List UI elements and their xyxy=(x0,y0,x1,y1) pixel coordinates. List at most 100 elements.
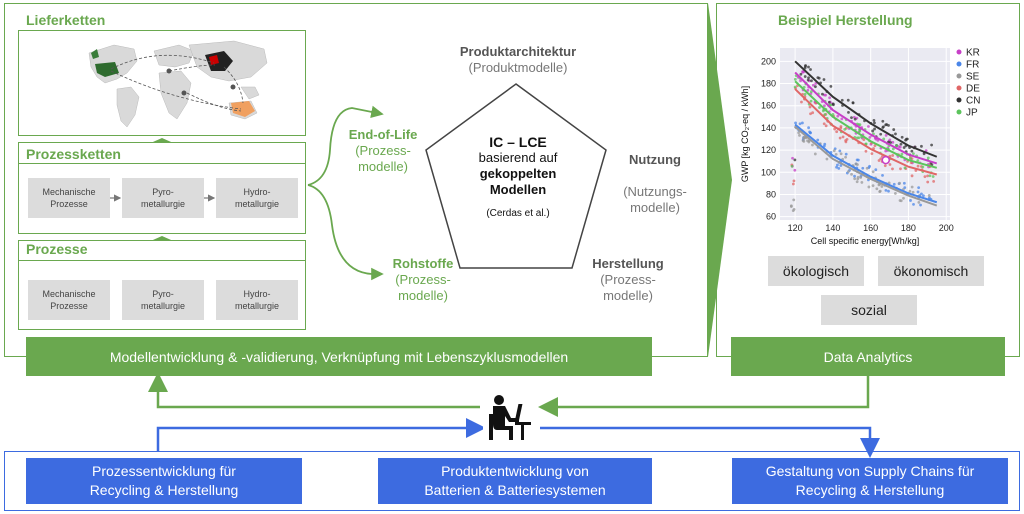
scatter-point xyxy=(887,189,890,193)
process-development-box: Prozessentwicklung für Recycling & Herst… xyxy=(26,458,302,504)
scatter-point xyxy=(831,102,835,106)
scatter-point xyxy=(838,136,842,140)
supply-chain-title: Lieferketten xyxy=(26,12,106,28)
scatter-point xyxy=(835,130,839,134)
scatter-point xyxy=(839,152,843,156)
scatter-point xyxy=(856,158,860,162)
y-axis-label: GWP [kg CO₂-eq / kWh] xyxy=(740,86,750,182)
legend-label: JP xyxy=(966,108,978,119)
scatter-point xyxy=(847,170,850,173)
indonesia-shape xyxy=(240,86,260,100)
usage-sub: (Nutzungs- modelle) xyxy=(623,184,687,215)
scatter-point xyxy=(794,121,797,125)
y-tick-label: 160 xyxy=(761,101,776,111)
scatter-point xyxy=(791,182,795,186)
scatter-point xyxy=(922,194,925,198)
scatter-point xyxy=(837,166,841,170)
product-development-box: Produktentwicklung von Batterien & Batte… xyxy=(378,458,652,504)
trend-line xyxy=(794,88,938,176)
scatter-point xyxy=(844,155,847,159)
scatter-point xyxy=(889,141,892,144)
scatter-point xyxy=(898,181,901,185)
scatter-point xyxy=(834,152,838,156)
pentagon-center-line4: Modellen xyxy=(489,182,547,197)
scatter-point xyxy=(865,166,869,170)
scatter-point xyxy=(806,78,810,82)
x-tick-label: 140 xyxy=(825,223,840,233)
scatter-point xyxy=(797,131,801,135)
scatter-point xyxy=(801,121,804,125)
scatter-point xyxy=(908,189,912,193)
scatter-point xyxy=(792,198,796,202)
scatter-point xyxy=(840,117,844,121)
scatter-point xyxy=(853,174,856,178)
chain-step-mechanical: Mechanische Prozesse xyxy=(28,178,110,218)
scatter-point xyxy=(793,158,797,162)
scatter-point xyxy=(821,92,824,96)
trend-line xyxy=(794,71,938,165)
pentagon-center-line3: gekoppelten xyxy=(479,166,557,181)
scatter-point xyxy=(856,175,860,179)
scatter-point xyxy=(839,164,843,167)
scatter-point xyxy=(809,90,813,93)
scatter-point xyxy=(873,127,876,131)
scatter-point xyxy=(853,177,857,181)
legend-label: CN xyxy=(966,96,980,107)
scatter-point xyxy=(822,78,826,81)
scatter-point xyxy=(891,140,895,144)
scatter-point xyxy=(816,76,820,79)
y-tick-label: 140 xyxy=(761,123,776,133)
scatter-point xyxy=(909,157,913,161)
scatter-point xyxy=(836,114,840,118)
scatter-point xyxy=(793,77,797,81)
scatter-point xyxy=(917,186,921,190)
scatter-point xyxy=(882,125,885,129)
scatter-point xyxy=(793,168,797,172)
scatter-point xyxy=(800,100,803,104)
scatter-point xyxy=(850,172,853,176)
scatter-point xyxy=(927,194,931,197)
scatter-point xyxy=(793,85,797,89)
data-analytics-bar: Data Analytics xyxy=(731,337,1005,376)
scatter-point xyxy=(912,202,915,206)
process-step-pyro: Pyro- metallurgie xyxy=(122,280,204,320)
scatter-point xyxy=(807,65,810,69)
label-raw-materials: Rohstoffe (Prozess- modelle) xyxy=(378,256,468,304)
person-at-computer-icon xyxy=(483,392,535,442)
usa-highlight xyxy=(95,62,119,77)
scatter-point xyxy=(892,182,896,186)
scatter-point xyxy=(874,168,878,172)
scatter-point xyxy=(803,92,807,96)
manufacturing-title: Herstellung xyxy=(592,256,664,271)
end-of-life-title: End-of-Life xyxy=(348,127,418,142)
scatter-point xyxy=(855,136,859,140)
scatter-point xyxy=(911,190,915,194)
scatter-point xyxy=(862,138,866,142)
scatter-point xyxy=(807,126,810,130)
australia-highlight xyxy=(231,101,255,117)
scatter-point xyxy=(792,179,796,183)
legend-label: DE xyxy=(966,84,980,95)
scatter-point xyxy=(884,123,888,127)
scatter-point xyxy=(910,185,914,189)
scatter-point xyxy=(813,152,817,156)
scatter-point xyxy=(920,144,923,148)
route-us-australia xyxy=(110,70,242,110)
scatter-point xyxy=(878,190,882,194)
process-chains-title: Prozessketten xyxy=(26,146,121,162)
product-architecture-title: Produktarchitektur xyxy=(459,44,577,59)
scatter-point xyxy=(910,174,914,178)
legend-marker xyxy=(956,109,962,115)
scatter-point xyxy=(931,175,935,178)
x-tick-label: 120 xyxy=(788,223,803,233)
scatter-point xyxy=(902,196,905,200)
scatter-point xyxy=(851,101,855,104)
processes-title: Prozesse xyxy=(26,241,88,257)
process-step-mechanical: Mechanische Prozesse xyxy=(28,280,110,320)
scatter-point xyxy=(798,133,801,137)
scatter-point xyxy=(902,181,906,185)
legend-marker xyxy=(956,97,962,103)
scatter-point xyxy=(928,174,932,178)
scatter-point xyxy=(871,129,875,133)
